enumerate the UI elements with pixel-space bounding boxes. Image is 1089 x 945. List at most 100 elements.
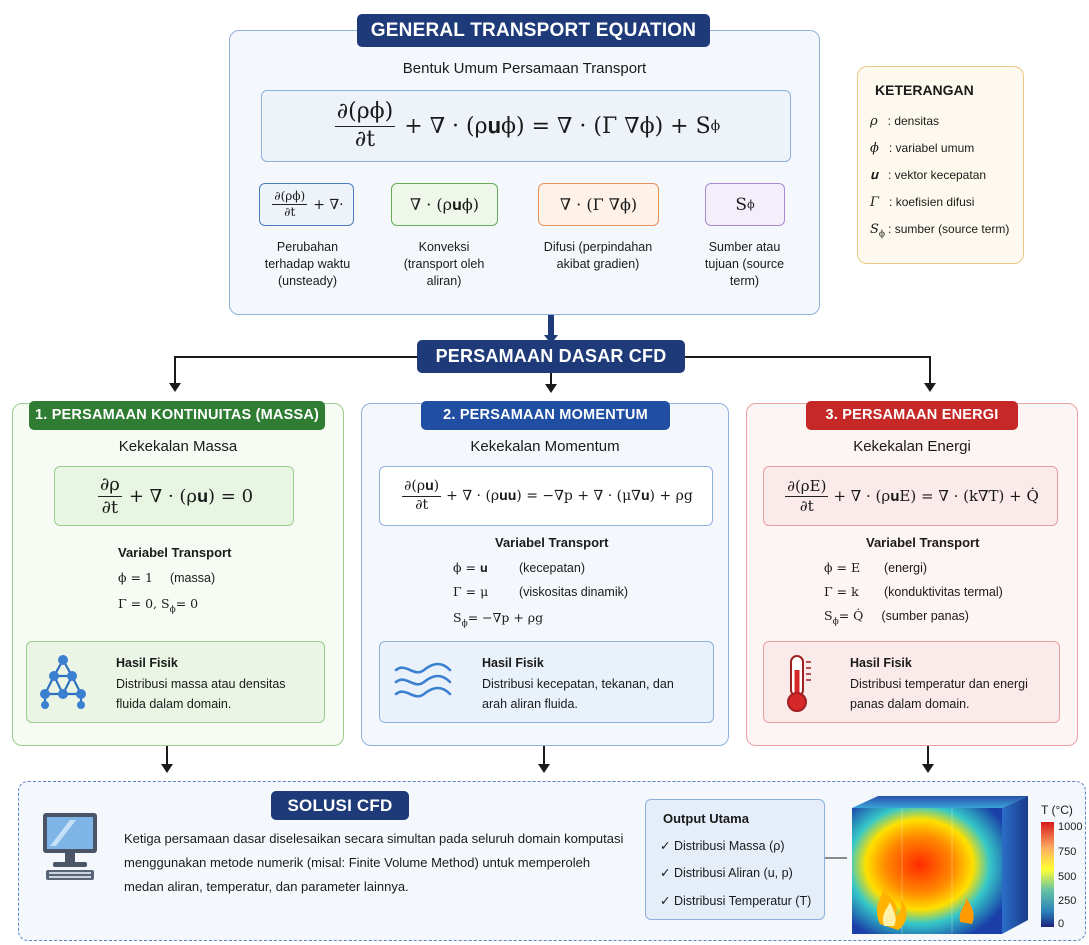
legend-item: Sϕ: sumber (source term)	[870, 222, 1009, 239]
continuity-eq-rest: + ∇ · (ρ𝐮) = 0	[128, 485, 254, 507]
legend-symbol: 𝐮	[870, 168, 878, 183]
connector-top	[548, 315, 554, 340]
momentum-var-2: Γ = μ (viskositas dinamik)	[453, 584, 628, 599]
legend-text: : vektor kecepatan	[887, 168, 987, 182]
energy-result	[763, 641, 1060, 723]
down-mid-arrow	[538, 764, 550, 773]
momentum-var-1: ϕ = 𝐮 (kecepatan)	[453, 560, 585, 576]
energy-subtitle: Kekekalan Energi	[853, 438, 971, 455]
branch-left-down	[174, 356, 176, 384]
main-eq-den: ∂t	[354, 126, 376, 152]
legend-item: Γ : koefisien difusi	[870, 195, 974, 210]
momentum-var-3-sub: ϕ	[461, 618, 468, 629]
output-item-2: ✓ Distribusi Aliran (u, p)	[660, 866, 793, 880]
term-diffusion-formula: ∇ · (Γ ∇ϕ)	[559, 195, 638, 214]
continuity-var-1-sym: ϕ = 1	[118, 570, 153, 585]
continuity-subtitle: Kekekalan Massa	[118, 438, 238, 455]
solution-title: SOLUSI CFD	[271, 791, 409, 820]
momentum-var-title: Variabel Transport	[495, 535, 609, 550]
output-title: Output Utama	[663, 811, 749, 826]
legend-item: 𝐮 : vektor kecepatan	[870, 168, 986, 183]
term-diffusion-caption: Difusi (perpindahan akibat gradien)	[543, 240, 653, 271]
momentum-var-2-desc: (viskositas dinamik)	[518, 585, 629, 599]
continuity-eq-num: ∂ρ	[97, 473, 122, 497]
continuity-var-2-sym: Γ = 0, S	[118, 596, 170, 611]
energy-eq-rest: + ∇ · (ρ𝐮E) = ∇ · (k∇T) + Q̇	[833, 487, 1039, 505]
momentum-var-1-desc: (kecepatan)	[518, 561, 585, 575]
term-unsteady-tail: + ∇·	[313, 196, 344, 213]
legend-symbol: Γ	[870, 195, 880, 210]
branch-right-arrow	[924, 383, 936, 392]
momentum-subtitle: Kekekalan Momentum	[470, 438, 620, 455]
connector-top-arrow	[544, 335, 558, 344]
energy-result-text: Distribusi temperatur dan energi panas d…	[850, 677, 1028, 711]
continuity-result	[26, 641, 325, 723]
output-item-3: ✓ Distribusi Temperatur (T)	[660, 894, 812, 908]
energy-var-1: ϕ = E (energi)	[824, 560, 927, 575]
term-unsteady: ∂(ρϕ)∂t + ∇·	[259, 183, 354, 226]
energy-var-2: Γ = k (konduktivitas termal)	[824, 584, 1003, 599]
momentum-var-2-sym: Γ = μ	[453, 584, 489, 599]
down-left-arrow	[161, 764, 173, 773]
continuity-var-1: ϕ = 1 (massa)	[118, 570, 215, 585]
term-diffusion: ∇ · (Γ ∇ϕ)	[538, 183, 659, 226]
colorbar-tick-500: 500	[1058, 871, 1077, 883]
colorbar-title: T (°C)	[1041, 803, 1073, 817]
header-title: GENERAL TRANSPORT EQUATION	[357, 14, 710, 47]
energy-var-3-sym: S	[824, 608, 833, 623]
energy-title: 3. PERSAMAAN ENERGI	[806, 401, 1018, 430]
term-convection-formula: ∇ · (ρ𝐮ϕ)	[409, 194, 480, 214]
term-unsteady-den: ∂t	[284, 205, 296, 219]
down-mid	[543, 746, 545, 766]
momentum-var-3-sym: S	[453, 610, 462, 625]
branch-mid-arrow	[545, 384, 557, 393]
term-convection-caption: Konveksi (transport oleh aliran)	[403, 240, 485, 288]
term-source-formula: S	[735, 194, 748, 215]
energy-var-1-desc: (energi)	[883, 561, 928, 575]
momentum-equation: ∂(ρ𝐮)∂t + ∇ · (ρ𝐮𝐮) = −∇p + ∇ · (μ∇𝐮) + …	[379, 466, 713, 526]
legend-symbol: S	[870, 222, 879, 237]
legend-symbol: ρ	[870, 114, 878, 129]
term-convection: ∇ · (ρ𝐮ϕ)	[391, 183, 498, 226]
legend-text: : sumber (source term)	[888, 222, 1010, 236]
legend-symbol: ϕ	[870, 141, 879, 156]
energy-var-3-sub: ϕ	[832, 616, 839, 627]
branch-left	[175, 356, 417, 358]
general-transport-panel	[229, 30, 820, 315]
colorbar-tick-0: 0	[1058, 918, 1065, 930]
down-left	[166, 746, 168, 766]
molecule-icon	[40, 655, 86, 709]
branch-left-arrow	[169, 383, 181, 392]
energy-equation: ∂(ρE)∂t + ∇ · (ρ𝐮E) = ∇ · (k∇T) + Q̇	[763, 466, 1058, 526]
colorbar-tick-250: 250	[1058, 895, 1077, 907]
down-right-arrow	[922, 764, 934, 773]
main-eq-rest: + ∇ · (ρ𝐮ϕ) = ∇ · (Γ ∇ϕ) + S	[404, 113, 711, 139]
energy-result-title: Hasil Fisik	[850, 656, 912, 670]
term-unsteady-num: ∂(ρϕ)	[272, 189, 308, 205]
term-source-caption: Sumber atau tujuan (source term)	[704, 240, 785, 288]
momentum-var-3: Sϕ = −∇p + ρg	[453, 610, 543, 629]
legend-text: : koefisien difusi	[889, 195, 975, 209]
continuity-var-1-desc: (massa)	[169, 571, 216, 585]
energy-var-3-desc: (sumber panas)	[881, 609, 969, 623]
continuity-title: 1. PERSAMAAN KONTINUITAS (MASSA)	[29, 401, 325, 430]
output-connector	[825, 857, 847, 859]
main-eq-sub: ϕ	[710, 118, 721, 134]
momentum-eq-den: ∂t	[415, 496, 429, 513]
legend-text: : variabel umum	[888, 141, 975, 155]
term-source-sub: ϕ	[747, 198, 755, 211]
momentum-var-1-sym: ϕ = 𝐮	[453, 560, 488, 575]
energy-eq-num: ∂(ρE)	[785, 477, 829, 497]
flow-lines-icon	[394, 662, 452, 698]
continuity-result-title: Hasil Fisik	[116, 656, 178, 670]
energy-var-1-sym: ϕ = E	[824, 560, 861, 575]
down-right	[927, 746, 929, 766]
branch-mid-down	[550, 373, 552, 385]
thermometer-icon	[787, 655, 811, 712]
legend-item: ρ: densitas	[870, 114, 939, 129]
continuity-var-2-sub: ϕ	[169, 604, 176, 615]
output-item-1: ✓ Distribusi Massa (ρ)	[660, 839, 785, 853]
energy-eq-den: ∂t	[799, 496, 814, 515]
